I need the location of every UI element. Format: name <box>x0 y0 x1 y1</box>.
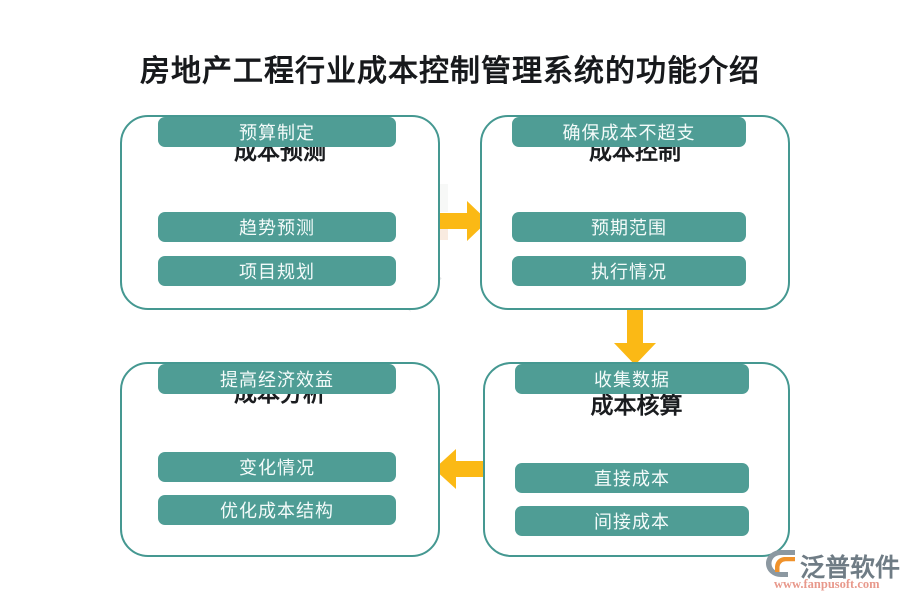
page-title: 房地产工程行业成本控制管理系统的功能介绍 <box>140 55 760 88</box>
process-box-analysis[interactable]: 成本分析 变化情况 优化成本结构 提高经济效益 <box>120 362 440 557</box>
brand-name: 泛普软件 <box>800 554 900 582</box>
process-item[interactable]: 预算制定 <box>158 117 396 147</box>
arrow-left-icon <box>434 448 490 490</box>
process-item[interactable]: 变化情况 <box>158 452 396 482</box>
process-box-forecast[interactable]: 成本预测 趋势预测 项目规划 预算制定 <box>120 115 440 310</box>
process-item[interactable]: 确保成本不超支 <box>512 117 746 147</box>
process-item[interactable]: 收集数据 <box>515 364 749 394</box>
fanpu-logo-icon <box>766 550 796 577</box>
process-item[interactable]: 优化成本结构 <box>158 495 396 525</box>
arrow-down-icon <box>613 305 657 365</box>
arrow-right-icon <box>434 200 488 242</box>
process-item[interactable]: 直接成本 <box>515 463 749 493</box>
process-item[interactable]: 项目规划 <box>158 256 396 286</box>
process-item[interactable]: 预期范围 <box>512 212 746 242</box>
brand-url: www.fanpusoft.com <box>774 577 880 591</box>
process-box-accounting[interactable]: 成本核算 直接成本 间接成本 收集数据 <box>483 362 790 557</box>
brand-logo[interactable]: 泛普软件 www.fanpusoft.com <box>766 548 900 594</box>
process-item[interactable]: 间接成本 <box>515 506 749 536</box>
process-item[interactable]: 提高经济效益 <box>158 364 396 394</box>
process-box-title: 成本核算 <box>590 393 683 418</box>
process-box-control[interactable]: 成本控制 预期范围 执行情况 确保成本不超支 <box>480 115 790 310</box>
process-item[interactable]: 执行情况 <box>512 256 746 286</box>
process-item[interactable]: 趋势预测 <box>158 212 396 242</box>
